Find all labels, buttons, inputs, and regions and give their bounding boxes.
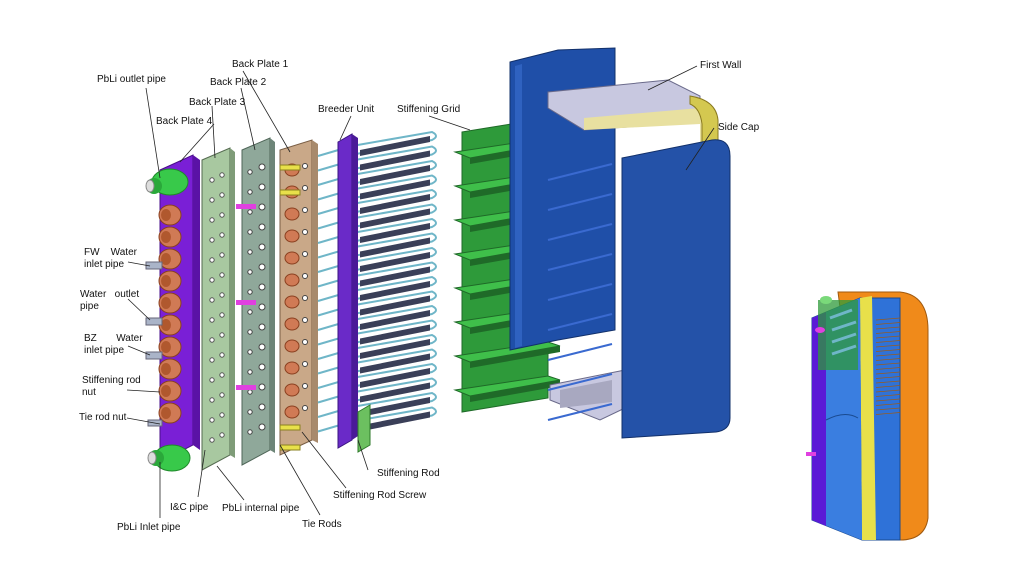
side-cap [621,139,731,439]
tie-rods [279,164,301,451]
back-plate-2 [241,137,275,466]
leader-lines [126,65,715,518]
label-stiffening-rod-screw: Stiffening Rod Screw [333,490,427,501]
label-stiffening-rod-nut: Stiffening rod nut [82,375,141,398]
label-back-plate-2: Back Plate 2 [210,77,267,88]
stiffening-rod [357,404,371,453]
back-plate-1 [279,139,318,456]
label-fw-water-inlet-pipe: FW Water inlet pipe [84,247,137,270]
label-pbli-outlet-pipe: PbLi outlet pipe [97,74,166,85]
label-tie-rod-nut: Tie rod nut [79,412,127,423]
first-wall-channels [547,163,613,421]
label-stiffening-grid: Stiffening Grid [397,104,461,115]
pbli-inlet-pipe [147,444,191,472]
label-tie-rods: Tie Rods [302,519,342,530]
label-back-plate-1: Back Plate 1 [232,59,289,70]
breeder-unit [317,130,437,449]
label-ic-pipe: I&C pipe [170,502,209,513]
label-pbli-inlet-pipe: PbLi Inlet pipe [117,522,181,533]
back-plate-3 [201,147,235,471]
label-first-wall: First Wall [700,60,742,71]
label-back-plate-4: Back Plate 4 [156,116,213,127]
stiffening-rods-magenta [236,204,256,390]
label-breeder-unit: Breeder Unit [318,104,375,115]
label-pbli-internal-pipe: PbLi internal pipe [222,503,300,514]
label-back-plate-3: Back Plate 3 [189,97,246,108]
label-stiffening-rod: Stiffening Rod [377,468,440,479]
label-side-cap: Side Cap [718,122,760,133]
label-water-outlet-pipe: Water outlet pipe [80,289,140,312]
label-bz-water-inlet-pipe: BZ Water inlet pipe [84,333,143,356]
pbli-outlet-pipe [145,168,189,196]
assembled-blanket-module [806,291,929,541]
